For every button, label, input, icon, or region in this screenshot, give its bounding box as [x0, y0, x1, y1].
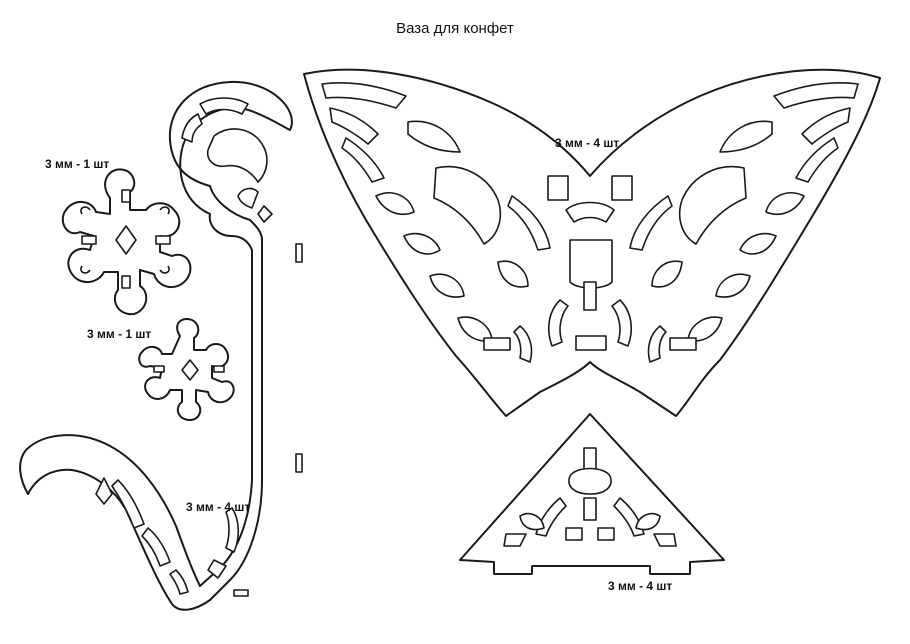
triangle-panel-label: 3 мм - 4 шт: [608, 579, 672, 593]
butterfly-panel-part: [303, 68, 881, 417]
sheet-title: Ваза для конфет: [396, 20, 514, 37]
butterfly-panel-label: 3 мм - 4 шт: [555, 136, 619, 150]
large-rosette-label: 3 мм - 1 шт: [45, 157, 109, 171]
triangle-panel-part: [459, 413, 725, 575]
small-rosette-label: 3 мм - 1 шт: [87, 327, 151, 341]
small-rosette-part: [138, 318, 235, 421]
large-rosette-part: [61, 168, 192, 316]
side-leg-label: 3 мм - 4 шт: [186, 500, 250, 514]
side-leg-part: [19, 80, 303, 611]
